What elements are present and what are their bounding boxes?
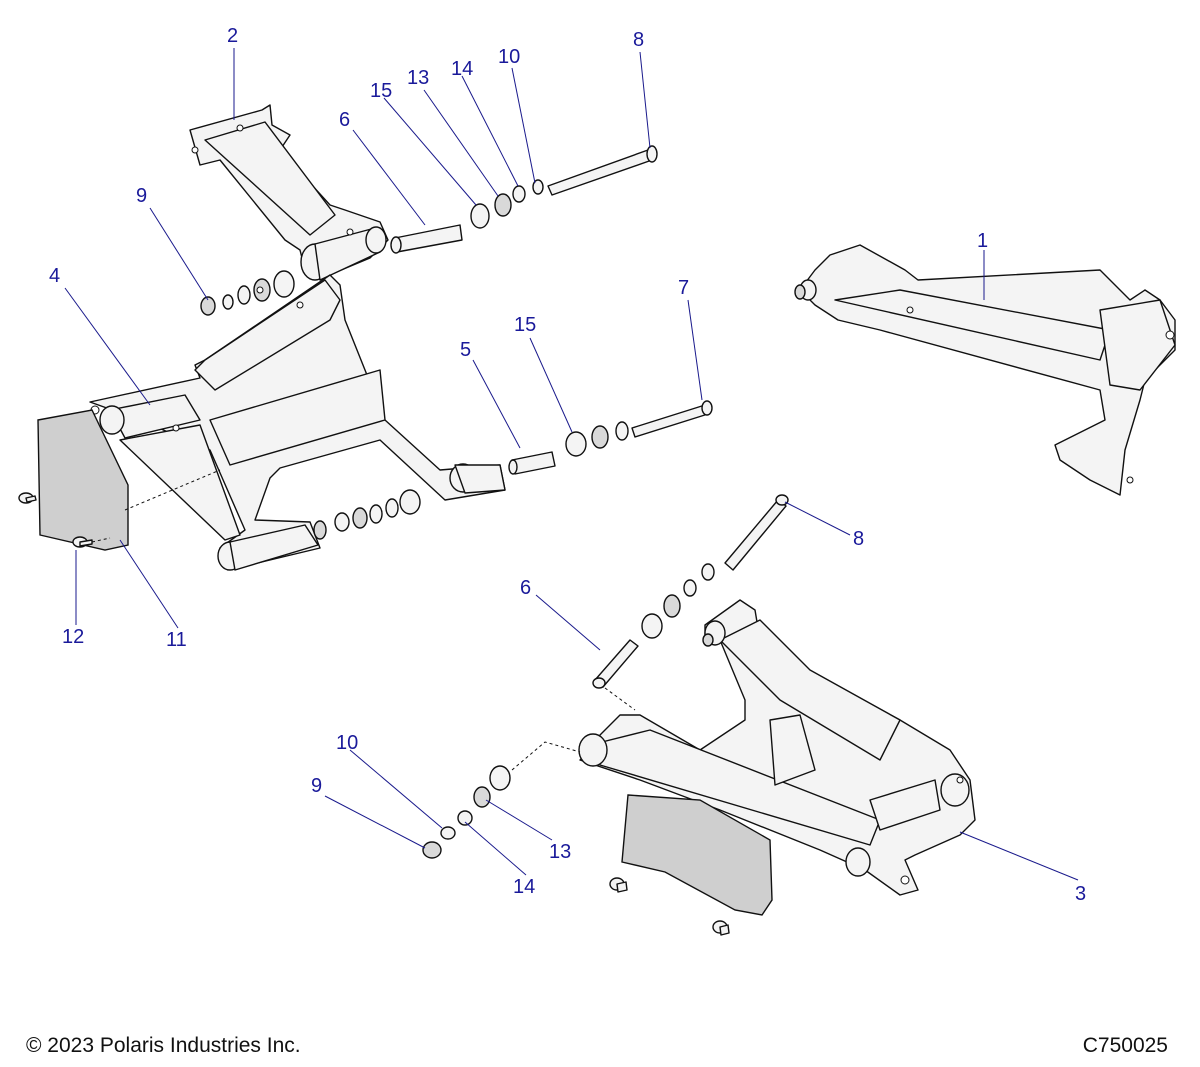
callout-3: 3 [1075, 883, 1086, 905]
upper-bushings [470, 179, 544, 229]
lower-right-bushings [641, 563, 715, 639]
upper-control-arm-part-1 [794, 244, 1176, 496]
callout-8-upper: 8 [633, 29, 644, 51]
callout-15-upper: 15 [370, 80, 392, 102]
callout-6-upper: 6 [339, 109, 350, 131]
screws-part-12 [18, 492, 111, 548]
callout-9-lower: 9 [311, 775, 322, 797]
callout-11: 11 [166, 629, 187, 651]
copyright-notice: © 2023 Polaris Industries Inc. [26, 1034, 301, 1057]
lower-front-bushings [422, 741, 581, 859]
bolt-part-8-lower [724, 494, 789, 571]
callout-12: 12 [62, 626, 84, 648]
sleeve-part-6-upper [390, 224, 463, 254]
callout-1: 1 [977, 230, 988, 252]
middle-bushings [565, 421, 629, 457]
lower-control-arm-part-4 [89, 274, 506, 571]
upper-control-arm-part-2 [189, 104, 389, 281]
callout-labels: 1 2 3 4 5 6 7 8 9 10 11 12 13 14 15 6 8 … [49, 25, 1086, 905]
callout-15-middle: 15 [514, 314, 536, 336]
callout-13-lower: 13 [549, 841, 571, 863]
skid-plate-part-11 [37, 409, 221, 551]
callout-10-upper: 10 [498, 46, 520, 68]
callout-2: 2 [227, 25, 238, 47]
bolt-part-8-upper [547, 145, 658, 196]
sleeve-part-5 [508, 451, 556, 475]
callout-14-lower: 14 [513, 876, 535, 898]
lower-control-arm-part-3 [578, 599, 976, 896]
sleeve-part-6-lower [592, 639, 639, 711]
callout-6-lower: 6 [520, 577, 531, 599]
bolt-part-7 [631, 400, 713, 438]
drawing-number: C750025 [1082, 1034, 1168, 1057]
callout-7: 7 [678, 277, 689, 299]
callout-14-upper: 14 [451, 58, 473, 80]
skid-plate-right [609, 794, 773, 936]
upper-left-bushings [200, 270, 295, 316]
leader-lines [64, 48, 1079, 881]
callout-4: 4 [49, 265, 60, 287]
callout-9-upper: 9 [136, 185, 147, 207]
lower-left-bushings [313, 489, 421, 540]
callout-5: 5 [460, 339, 471, 361]
callout-8-lower: 8 [853, 528, 864, 550]
callout-13-upper: 13 [407, 67, 429, 89]
callout-10-lower: 10 [336, 732, 358, 754]
